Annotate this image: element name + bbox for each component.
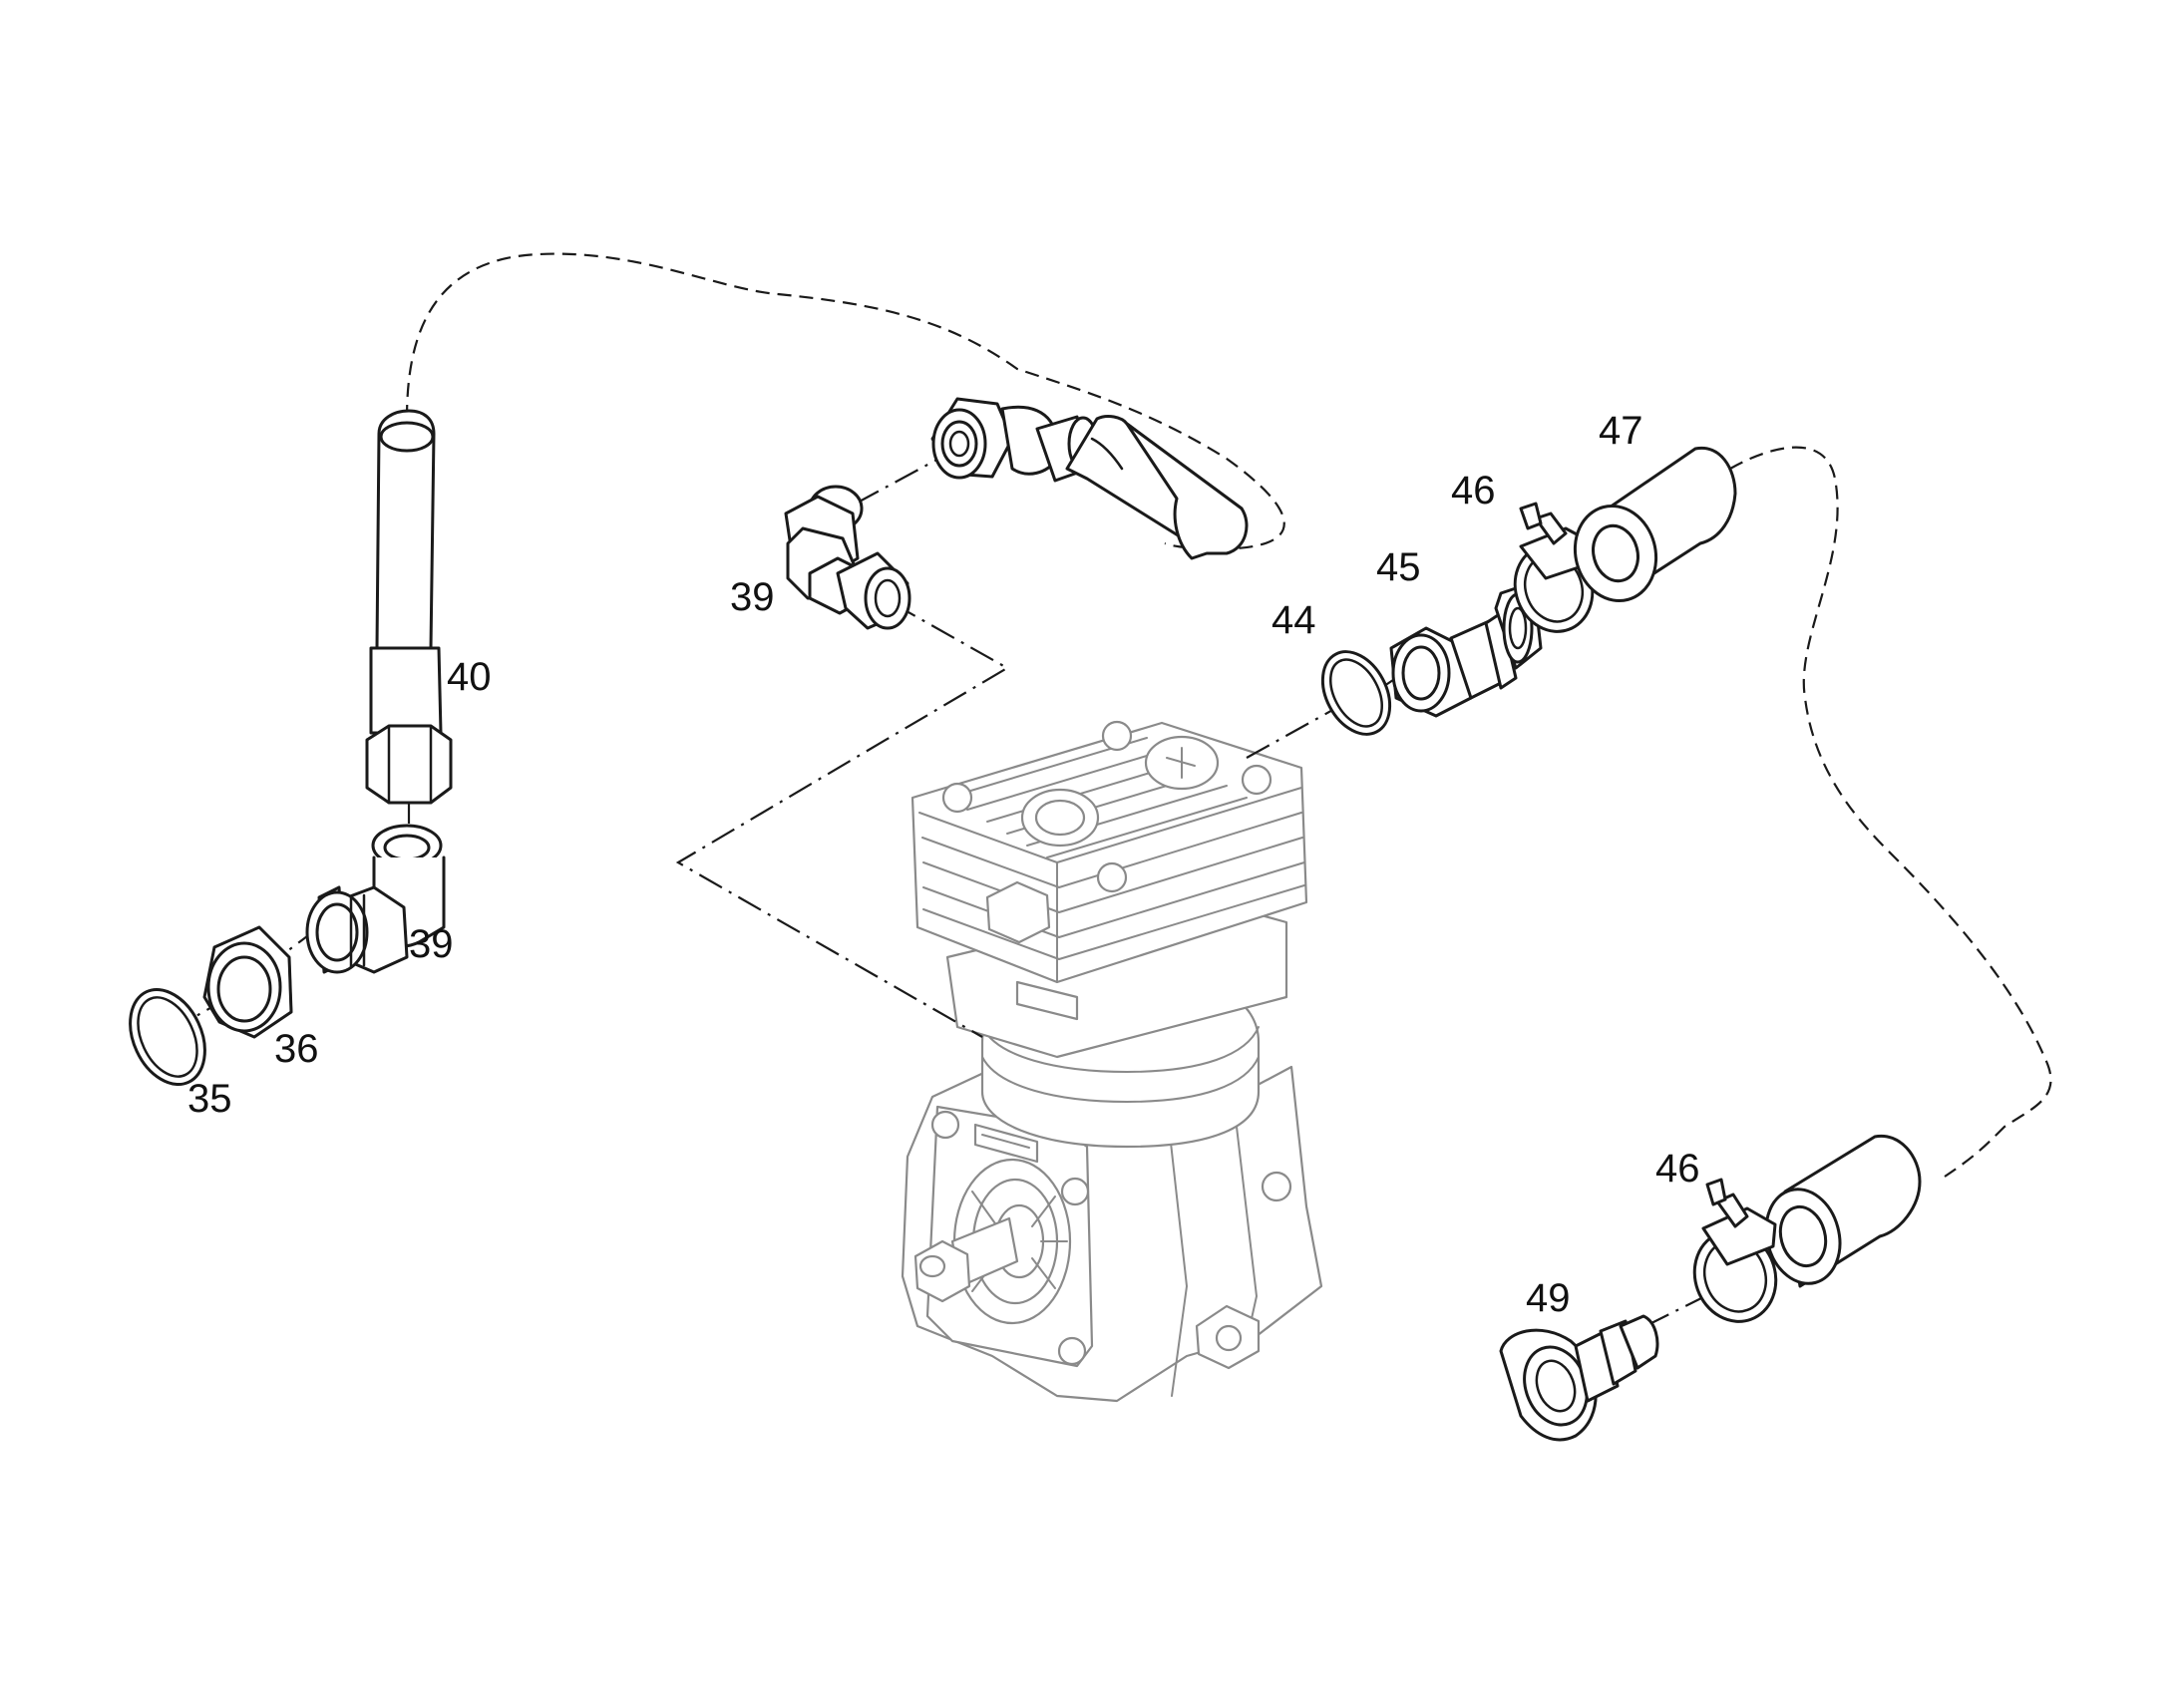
callout-39-lower: 39 [409, 922, 454, 966]
part-39-connector-upper [784, 485, 911, 630]
lower-hose [1764, 1134, 1922, 1288]
upper-pipe-elbow [930, 397, 1249, 560]
callout-35: 35 [187, 1077, 232, 1121]
callout-40: 40 [447, 655, 492, 699]
callout-45: 45 [1376, 545, 1421, 589]
callout-46-lower: 46 [1655, 1147, 1700, 1191]
callout-labels: 35 36 39 40 39 44 45 46 47 46 49 [187, 409, 1700, 1320]
part-40-pipe [365, 409, 453, 805]
part-39-elbow-left [305, 824, 446, 974]
part-49-flange-fitting [1499, 1314, 1659, 1442]
callout-44: 44 [1272, 598, 1316, 642]
part-44-o-ring [1320, 650, 1392, 736]
callout-47: 47 [1599, 409, 1643, 453]
callout-36: 36 [274, 1027, 319, 1071]
part-45-adapter [1389, 586, 1543, 718]
part-35-o-ring [129, 987, 206, 1087]
part-36-bushing [202, 925, 293, 1039]
compressor-body [901, 720, 1323, 1403]
callout-46-upper: 46 [1451, 469, 1496, 512]
callout-39-upper: 39 [730, 575, 775, 619]
part-46-clamp-lower [1692, 1178, 1778, 1323]
part-47-hose [1573, 446, 1737, 603]
callout-49: 49 [1526, 1276, 1571, 1320]
